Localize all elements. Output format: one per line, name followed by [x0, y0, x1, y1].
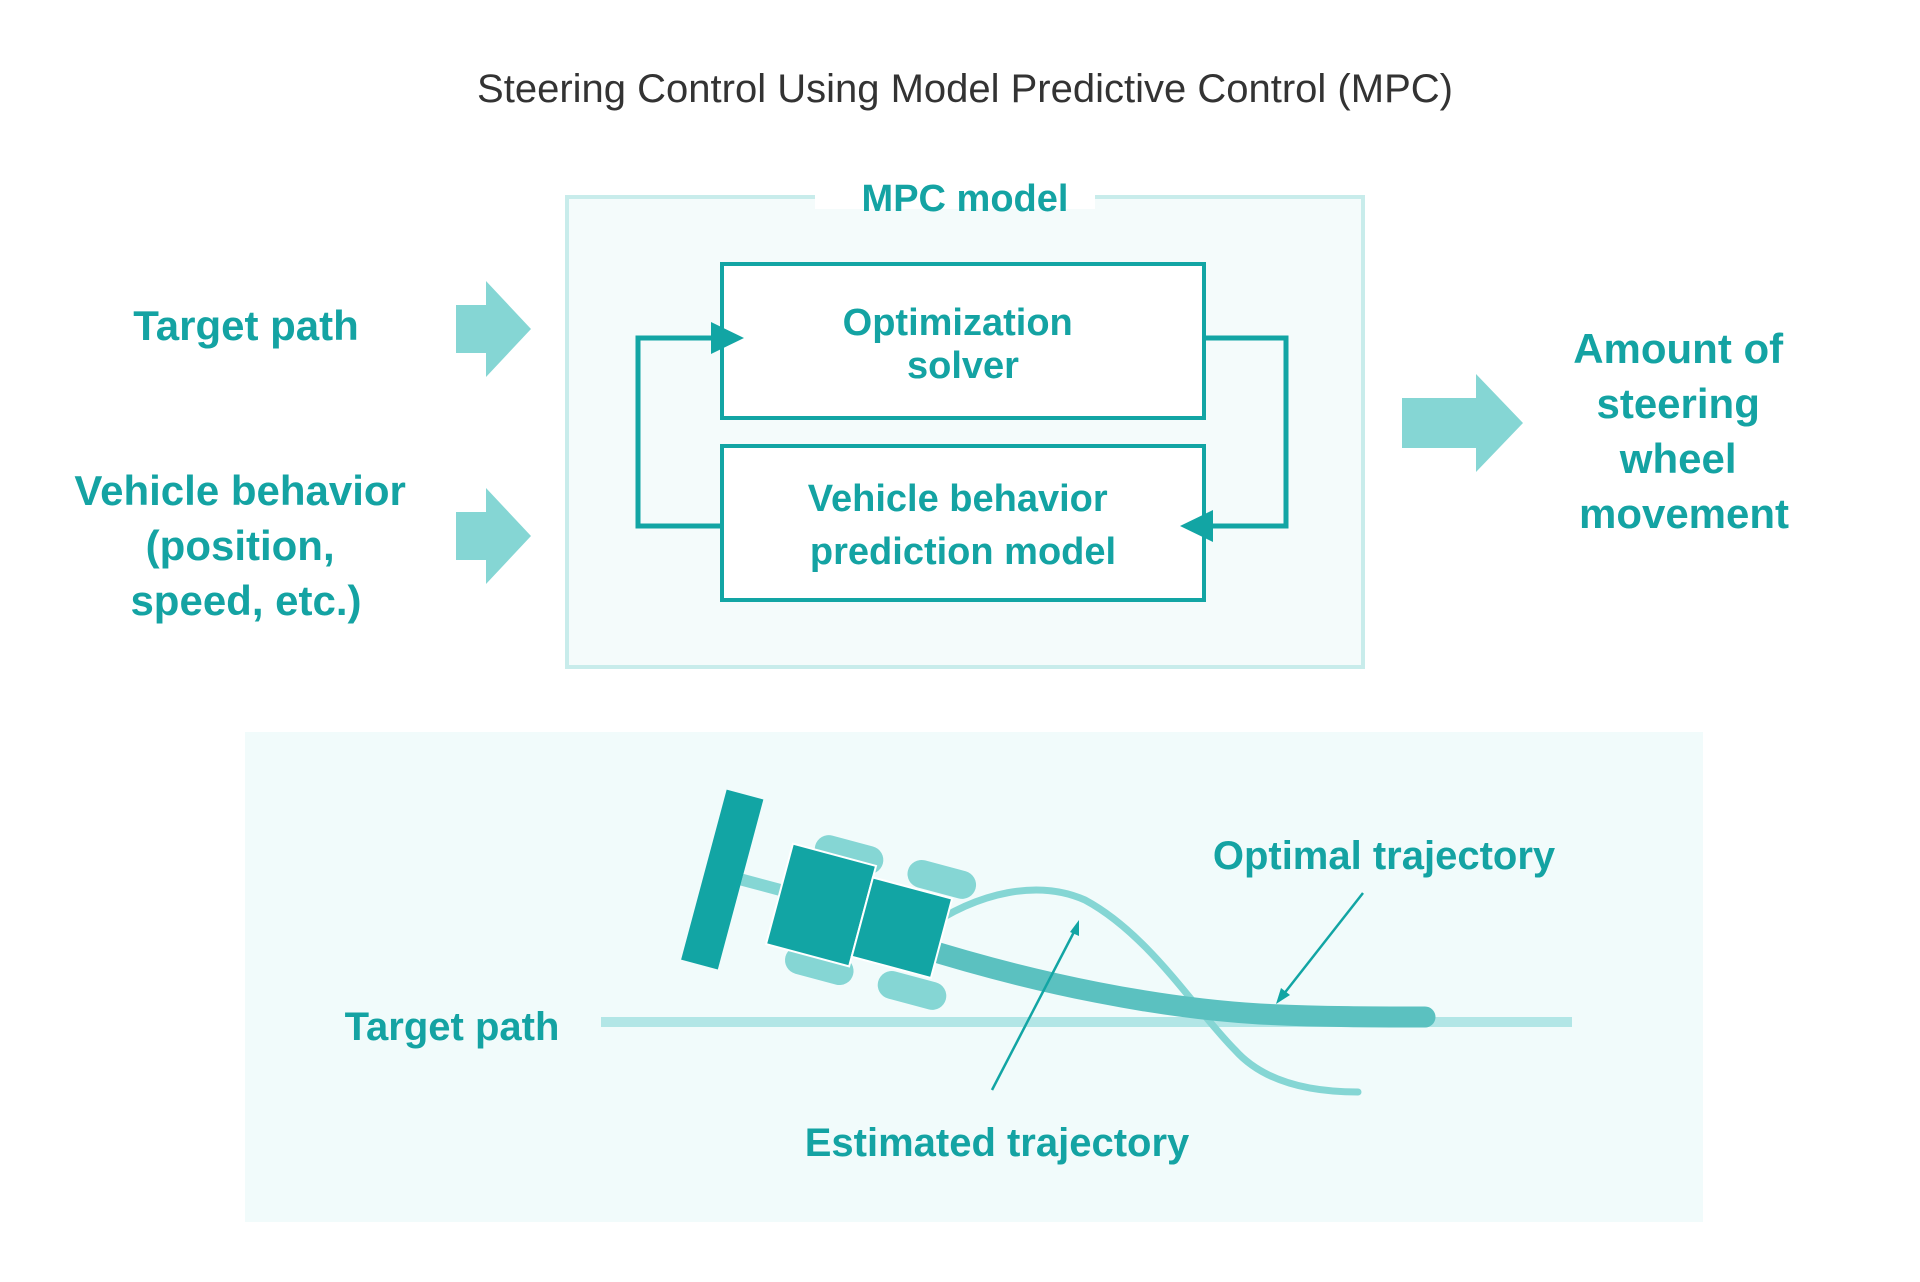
feedback-arrowhead-right: [1180, 510, 1213, 542]
prediction-model-box: [720, 444, 1206, 602]
input-vehicle-behavior-label: Vehicle behavior (position, speed, etc.): [74, 467, 417, 624]
vehicle-wheel-rear-right: [877, 971, 947, 1010]
optimal-trajectory-curve: [905, 935, 1436, 1028]
optimal-trajectory-label: Optimal trajectory: [1213, 834, 1556, 878]
input-arrow-vehicle-behavior: [456, 488, 531, 584]
optimization-solver-label: Optimization solver: [843, 302, 1084, 387]
vehicle-wheel-rear-left: [907, 859, 977, 899]
prediction-model-label: Vehicle behavior prediction model: [808, 478, 1118, 573]
input-arrow-target-path: [456, 281, 531, 377]
feedback-arrowhead-left: [711, 322, 744, 354]
output-line-3: wheel: [1619, 435, 1737, 482]
prediction-model-line-2: prediction model: [810, 531, 1116, 573]
diagram-title: Steering Control Using Model Predictive …: [477, 67, 1453, 111]
prediction-model-line-1: Vehicle behavior: [808, 478, 1108, 520]
feedback-line-left: [635, 335, 722, 529]
estimated-trajectory-label: Estimated trajectory: [805, 1121, 1190, 1165]
optimization-solver-line-2: solver: [907, 345, 1019, 387]
optimization-solver-box: [720, 262, 1206, 420]
vehicle-icon: [681, 789, 977, 1010]
optimal-trajectory-pointer: [1282, 892, 1364, 996]
output-line-4: movement: [1579, 490, 1789, 537]
vehicle-behavior-line-2: (position,: [146, 522, 335, 569]
vehicle-body-rear: [850, 876, 954, 980]
output-arrow: [1402, 374, 1523, 472]
optimal-trajectory-pointer-head: [1276, 988, 1290, 1004]
mpc-model-label-gap: [815, 185, 1095, 209]
output-line-1: Amount of: [1573, 325, 1784, 372]
output-label: Amount of steering wheel movement: [1573, 325, 1795, 537]
trajectory-scene-panel: [245, 732, 1703, 1222]
vehicle-behavior-line-1: Vehicle behavior: [74, 467, 406, 514]
mpc-model-label: MPC model: [862, 178, 1069, 220]
estimated-trajectory-curve: [918, 886, 1362, 1096]
output-line-2: steering: [1596, 380, 1759, 427]
input-target-path-label: Target path: [133, 302, 359, 349]
scene-target-path-label: Target path: [345, 1005, 560, 1049]
estimated-trajectory-pointer-head: [1070, 920, 1079, 936]
estimated-trajectory-pointer: [990, 929, 1077, 1091]
feedback-line-right: [1204, 335, 1289, 529]
vehicle-behavior-line-3: speed, etc.): [130, 577, 361, 624]
vehicle-front-bumper: [681, 789, 764, 970]
optimization-solver-line-1: Optimization: [843, 302, 1073, 344]
